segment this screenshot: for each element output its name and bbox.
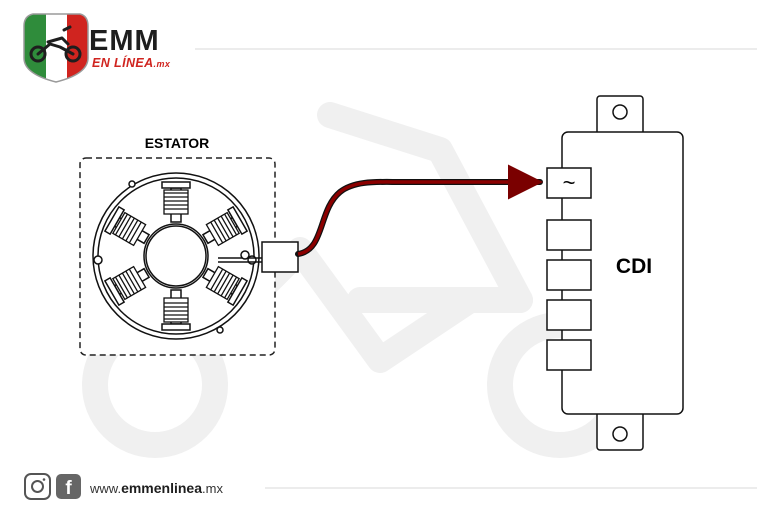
- stator-connector: [261, 241, 299, 273]
- stator-icon: [92, 172, 262, 340]
- logo-tagline-suffix: .mx: [153, 59, 171, 69]
- url-suffix: .mx: [202, 481, 223, 496]
- svg-text:f: f: [65, 478, 72, 499]
- logo-tagline-main: EN LÍNEA: [92, 56, 154, 70]
- cdi-label: CDI: [615, 255, 653, 278]
- ac-symbol: ~: [562, 170, 576, 195]
- stator-coil-icon: [161, 181, 191, 223]
- instagram-icon[interactable]: [24, 473, 51, 500]
- stator-label: ESTATOR: [144, 135, 210, 151]
- cdi-unit: [546, 95, 684, 451]
- website-link[interactable]: www.emmenlinea.mx: [90, 480, 223, 496]
- logo-text: EMM: [89, 25, 160, 57]
- url-prefix: www.: [90, 481, 122, 496]
- logo-shield-icon: [23, 13, 89, 83]
- url-main: emmenlinea: [121, 480, 202, 496]
- motorcycle-icon: [29, 25, 82, 63]
- logo-tagline: EN LÍNEA.mx: [92, 56, 170, 70]
- facebook-icon[interactable]: f: [56, 474, 81, 499]
